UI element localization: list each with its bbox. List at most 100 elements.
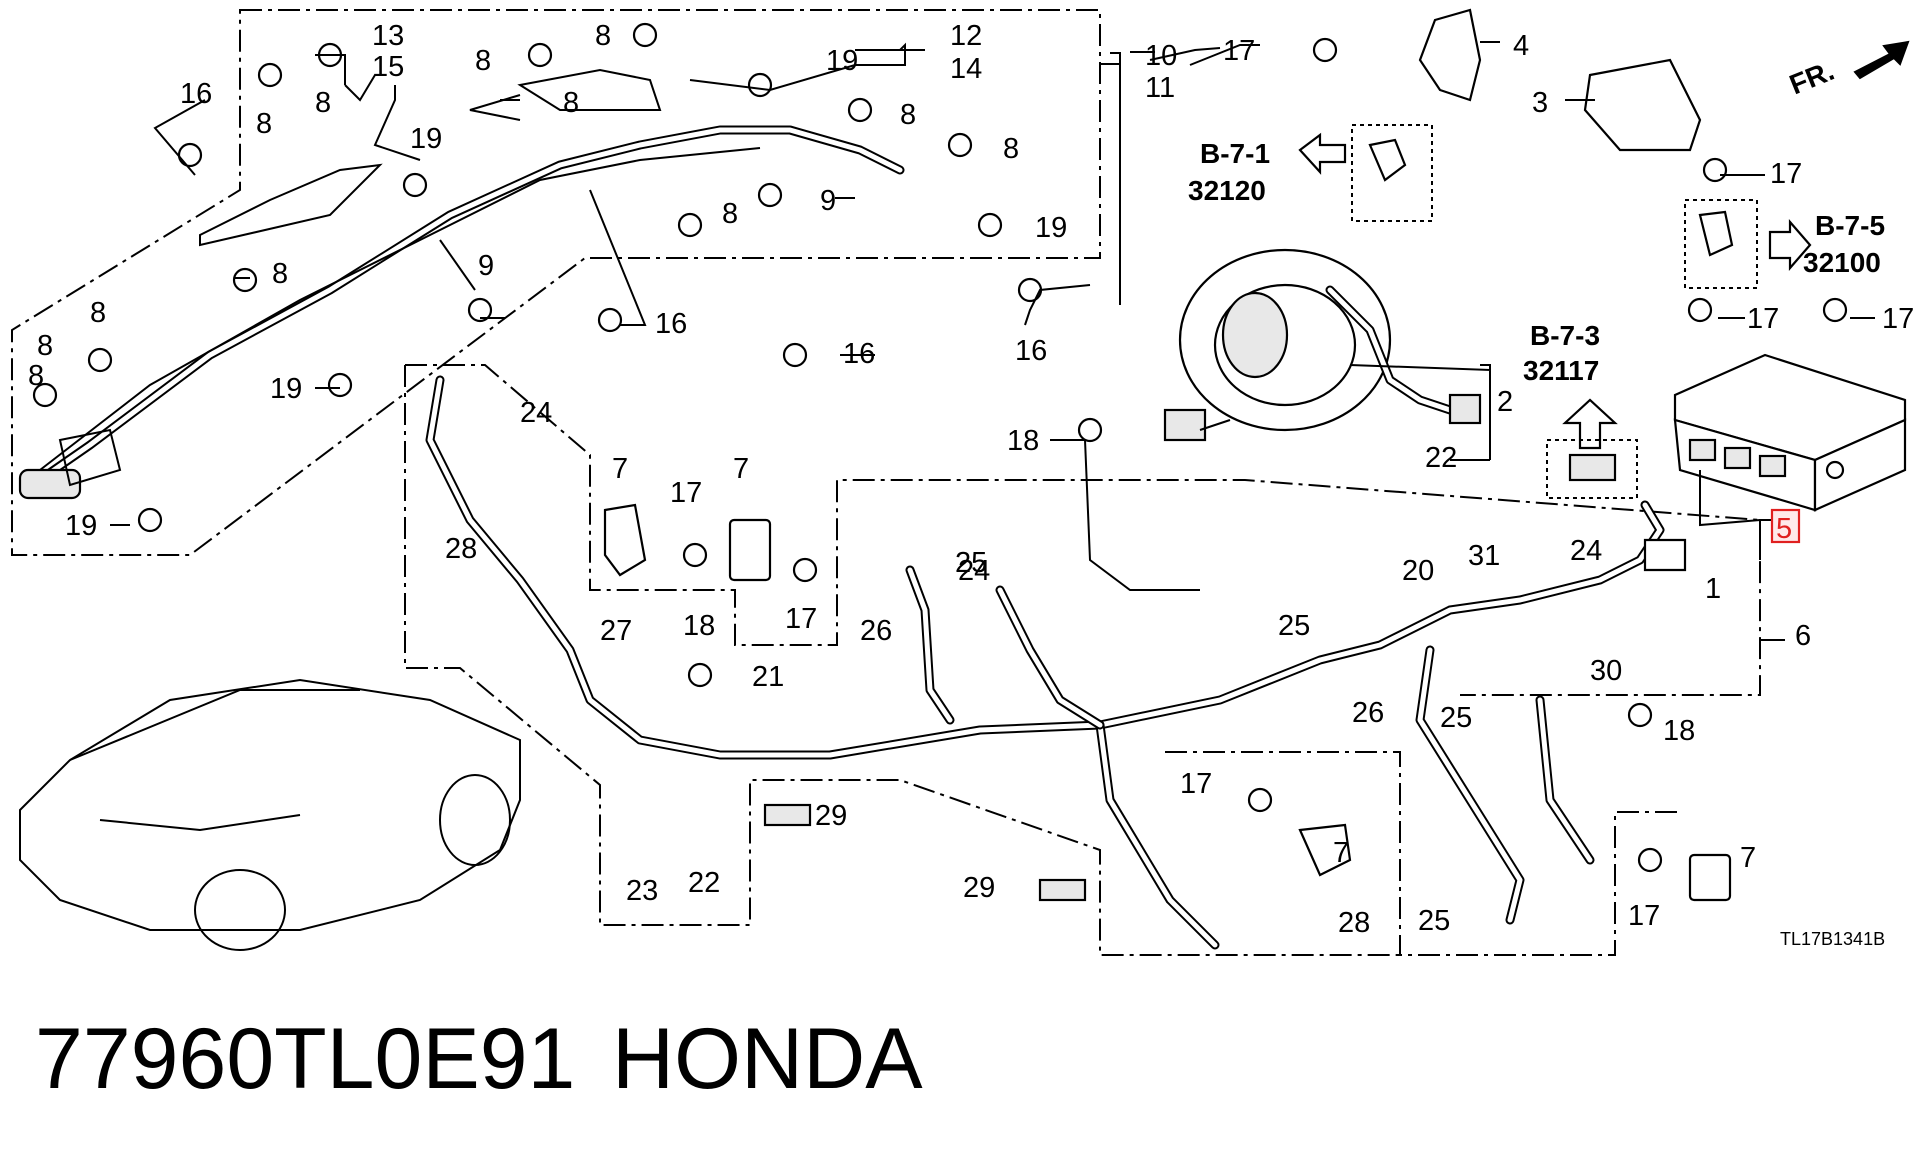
callout-8: 8 bbox=[722, 198, 738, 230]
callout-7: 7 bbox=[612, 453, 628, 485]
callout-24: 24 bbox=[1570, 535, 1602, 567]
callout-26: 26 bbox=[860, 615, 892, 647]
callout-30: 30 bbox=[1590, 655, 1622, 687]
callout-13: 13 bbox=[372, 20, 404, 52]
callout-31: 31 bbox=[1468, 540, 1500, 572]
drawing-code: TL17B1341B bbox=[1780, 929, 1885, 949]
ref-b75-group: B-7-5 bbox=[1815, 210, 1885, 241]
callout-8: 8 bbox=[28, 360, 44, 392]
callout-15: 15 bbox=[372, 51, 404, 83]
floor-wire-harness bbox=[425, 375, 1665, 950]
callout-8: 8 bbox=[475, 45, 491, 77]
ref-b71-group: B-7-1 bbox=[1200, 138, 1270, 169]
callout-18: 18 bbox=[683, 610, 715, 642]
callout-25: 25 bbox=[1418, 905, 1450, 937]
callout-16: 16 bbox=[843, 338, 875, 370]
callout-17: 17 bbox=[1628, 900, 1660, 932]
callout-21: 21 bbox=[752, 661, 784, 693]
callout-17: 17 bbox=[1747, 303, 1779, 335]
callout-19: 19 bbox=[410, 123, 442, 155]
callout-1: 1 bbox=[1705, 573, 1721, 605]
callout-19: 19 bbox=[65, 510, 97, 542]
callout-8: 8 bbox=[900, 99, 916, 131]
callout-18: 18 bbox=[1663, 715, 1695, 747]
callout-26: 26 bbox=[1352, 697, 1384, 729]
callout-17: 17 bbox=[1180, 768, 1212, 800]
callout-14: 14 bbox=[950, 53, 982, 85]
callout-16: 16 bbox=[655, 308, 687, 340]
callout-17: 17 bbox=[1223, 35, 1255, 67]
center-harness-frame bbox=[1165, 751, 1680, 956]
callout-8: 8 bbox=[595, 20, 611, 52]
callout-8: 8 bbox=[272, 258, 288, 290]
callout-8: 8 bbox=[315, 87, 331, 119]
pad-29-upper bbox=[763, 803, 812, 827]
callout-7: 7 bbox=[733, 453, 749, 485]
callout-19: 19 bbox=[270, 373, 302, 405]
vehicle-location-sketch bbox=[19, 678, 521, 951]
callout-7: 7 bbox=[1740, 842, 1756, 874]
callout-19: 19 bbox=[826, 45, 858, 77]
pad-29-lower bbox=[1038, 878, 1087, 902]
direction-label: FR. bbox=[1785, 55, 1838, 101]
callout-16: 16 bbox=[1015, 335, 1047, 367]
callout-22: 22 bbox=[1425, 442, 1457, 474]
callout-22: 22 bbox=[688, 867, 720, 899]
callout-24: 24 bbox=[520, 397, 552, 429]
ref-b73-code: 32117 bbox=[1523, 355, 1599, 386]
callout-18: 18 bbox=[1007, 425, 1039, 457]
rear-harness-frame bbox=[404, 365, 1400, 956]
reference-arrow-b71 bbox=[1298, 124, 1433, 222]
callout-8: 8 bbox=[1003, 133, 1019, 165]
brand-label: HONDA bbox=[612, 1011, 923, 1107]
callout-10: 10 bbox=[1145, 40, 1177, 72]
callout-3: 3 bbox=[1532, 87, 1548, 119]
callout-28: 28 bbox=[1338, 907, 1370, 939]
callout-25: 25 bbox=[1278, 610, 1310, 642]
callout-11: 11 bbox=[1145, 72, 1175, 104]
callout-27: 27 bbox=[600, 615, 632, 647]
callout-23: 23 bbox=[626, 875, 658, 907]
callout-17: 17 bbox=[670, 477, 702, 509]
callout-25: 25 bbox=[955, 547, 987, 579]
srs-control-unit bbox=[1673, 353, 1907, 512]
curtain-airbag-group-frame bbox=[11, 9, 1101, 556]
callout-17: 17 bbox=[1882, 303, 1914, 335]
part-number-title: 77960TL0E91 bbox=[35, 1011, 575, 1107]
clockspring-cable-reel bbox=[1163, 248, 1482, 442]
reference-arrow-b73 bbox=[1546, 398, 1638, 499]
callout-17: 17 bbox=[785, 603, 817, 635]
callout-8: 8 bbox=[37, 330, 53, 362]
callout-2: 2 bbox=[1497, 386, 1513, 418]
callout-12: 12 bbox=[950, 20, 982, 52]
reference-arrow-b75 bbox=[1684, 199, 1812, 289]
callout-25: 25 bbox=[1440, 702, 1472, 734]
ref-b75-code: 32100 bbox=[1803, 247, 1881, 278]
callout-6: 6 bbox=[1795, 620, 1811, 652]
front-direction-arrow bbox=[1853, 40, 1910, 80]
callout-numbers: 16 8 8 13 15 19 8 8 8 12 14 19 10 11 8 8… bbox=[28, 20, 1914, 939]
callout-16: 16 bbox=[180, 78, 212, 110]
callout-17: 17 bbox=[1770, 158, 1802, 190]
callout-9: 9 bbox=[820, 185, 836, 217]
leader-lines bbox=[110, 41, 1875, 641]
ref-b71-code: 32120 bbox=[1188, 175, 1266, 206]
callout-9: 9 bbox=[478, 250, 494, 282]
callout-8: 8 bbox=[256, 108, 272, 140]
ref-b73-group: B-7-3 bbox=[1530, 320, 1600, 351]
callout-7: 7 bbox=[1333, 837, 1349, 869]
callout-29: 29 bbox=[815, 800, 847, 832]
callout-5: 5 bbox=[1776, 513, 1792, 545]
callout-19: 19 bbox=[1035, 212, 1067, 244]
harness-group-frame bbox=[405, 364, 1761, 696]
callout-20: 20 bbox=[1402, 555, 1434, 587]
callout-29: 29 bbox=[963, 872, 995, 904]
front-sensor-bracket bbox=[1418, 8, 1702, 152]
highlight-callout-5-box bbox=[1770, 508, 1801, 544]
callout-8: 8 bbox=[563, 87, 579, 119]
callout-28: 28 bbox=[445, 533, 477, 565]
fasteners bbox=[32, 22, 1848, 873]
curtain-airbag-assembly bbox=[18, 68, 905, 500]
callout-8: 8 bbox=[90, 297, 106, 329]
